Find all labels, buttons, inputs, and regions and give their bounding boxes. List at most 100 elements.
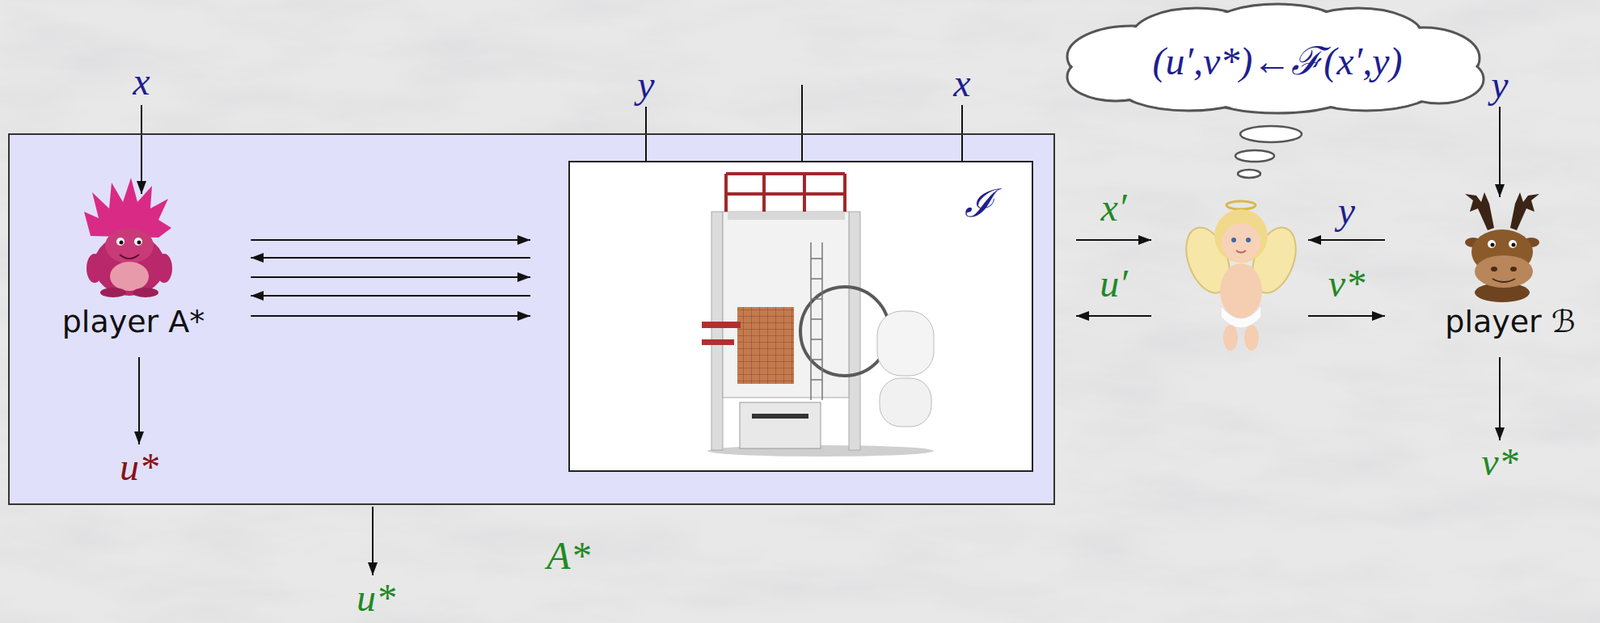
angel-doll [1221,223,1261,262]
angel-node: (u′,v*)←ℱ(x′,y) [1172,198,1302,356]
machine-picture [877,311,934,376]
moose-plush [1490,266,1498,272]
angel-doll [1231,237,1237,243]
signal-wire [801,84,803,161]
machine-picture [737,307,794,385]
flow-arrow [250,257,531,259]
thought-cloud [1084,22,1470,101]
angel-doll [1220,305,1262,329]
angel-doll [1244,325,1259,351]
monster-plush [119,254,140,259]
signal-wire [371,506,374,576]
flow-arrow [1308,239,1385,241]
angel-doll [1220,263,1263,319]
player-name: player A* [62,305,206,340]
flow-arrow [1076,239,1152,241]
machine-picture [810,242,823,401]
machine-picture [879,378,932,427]
signal-wire [139,84,1500,576]
flow-arrow [250,295,531,297]
signal-label: x′ [1101,186,1128,230]
signal-name: v* [1481,441,1518,485]
signal-label: v* [1328,262,1365,306]
signal-name: y [1490,63,1508,107]
moose-plush [1510,192,1540,231]
machine-picture [711,211,723,451]
flow-arrow [1308,315,1385,317]
moose-plush [1487,240,1496,249]
moose-plush [1490,243,1495,248]
monster-plush [84,177,173,298]
monster-plush [109,261,149,292]
moose-plush [1510,266,1517,272]
signal-wire [1498,357,1501,441]
machine-picture [701,173,934,457]
box-fill [8,133,1056,506]
monster-plush [137,240,142,245]
moose-plush [1474,255,1533,288]
machine-picture [701,339,735,346]
box-name: A* [546,535,590,579]
angel-doll [1223,325,1238,351]
angel-doll [1245,237,1251,243]
monster-plush [119,240,124,245]
angel-doll [1214,209,1268,263]
thought-cloud [1237,169,1261,178]
moose-plush [1464,192,1495,231]
machine-picture [727,211,845,220]
moose-plush [1492,278,1516,283]
player-node: player A* [52,177,216,344]
game-box: player A*ℐA* [8,133,1056,506]
machine-picture [739,402,821,449]
box-fill [568,160,1034,473]
signal-wire [140,105,143,195]
player-node: player ℬ [1429,177,1592,344]
monster-plush [105,227,154,264]
angel-doll [1177,201,1305,351]
connector-group [250,240,1385,317]
machine-picture [848,211,861,451]
machine-picture [726,173,845,212]
machine-picture [722,211,849,398]
monster-plush [132,287,159,298]
flow-arrow [250,276,531,279]
moose-plush [1508,240,1517,249]
angel-doll [1236,250,1246,254]
angel-doll [1226,201,1256,210]
box-fill [8,133,1056,506]
thought-formula: (u′,v*)←ℱ(x′,y) [1152,40,1403,84]
machine-picture [800,287,890,376]
flow-arrow [250,239,531,241]
thought-cloud [1068,5,1482,112]
thought-cloud [1067,4,1484,178]
flow-arrow [250,315,531,317]
machine-box: ℐ [568,160,1034,473]
signal-wire [138,357,140,445]
signal-name: u* [356,577,396,621]
monster-plush [116,237,125,246]
signal-label: u′ [1099,262,1128,306]
machine-picture [701,321,741,329]
monster-plush [100,287,127,298]
flow-arrow [1076,315,1152,317]
thought-cloud [1240,126,1302,143]
moose-plush [1511,243,1516,248]
signal-wire [1498,106,1501,198]
signal-name: x [132,60,150,104]
thought-cloud [1067,4,1484,114]
signal-name: x [953,62,971,106]
moose-plush [1464,192,1540,303]
machine-picture [751,413,809,419]
player-name: player ℬ [1444,305,1575,340]
monster-plush [134,237,143,246]
box-name: ℐ [964,182,994,226]
thought-cloud [1235,150,1275,162]
signal-label: y [1338,189,1356,233]
signal-name: u* [119,446,159,490]
